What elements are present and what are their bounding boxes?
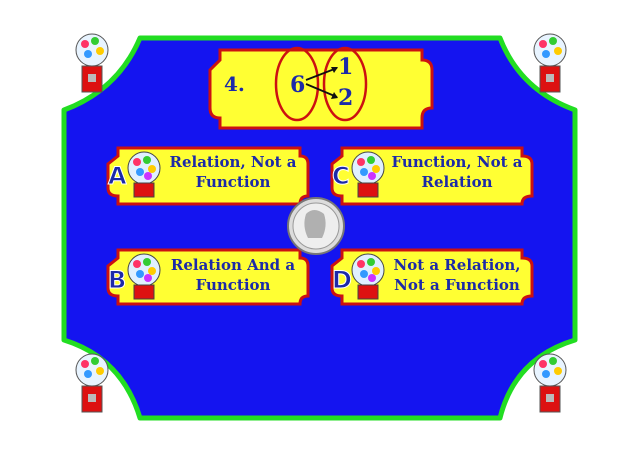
answer-text-c: Function, Not a Relation	[386, 153, 528, 191]
range-value-1: 1	[338, 54, 354, 80]
gumball-icon	[127, 151, 161, 198]
answer-text-d: Not a Relation, Not a Function	[386, 256, 528, 294]
question-panel	[208, 48, 434, 130]
answer-b-line1: Relation And a	[170, 256, 296, 274]
gumball-machine-icon	[533, 353, 567, 413]
arrow-to-2	[305, 83, 338, 98]
arrowhead-1	[331, 67, 338, 73]
answer-letter-c: C	[332, 162, 351, 191]
arrowhead-2	[331, 92, 338, 99]
answer-a-line1: Relation, Not a	[169, 153, 297, 171]
gumball-machine-icon	[75, 353, 109, 413]
gumball-icon	[351, 151, 385, 198]
gumball-machine-icon	[533, 33, 567, 93]
quarter-coin-icon[interactable]	[287, 197, 345, 255]
range-value-2: 2	[338, 85, 354, 111]
answer-d-line2: Not a Function	[394, 275, 520, 294]
range-oval	[322, 46, 368, 122]
answer-c-line1: Function, Not a	[391, 153, 523, 171]
answer-letter-b: B	[107, 266, 127, 295]
answer-d-line1: Not a Relation,	[393, 256, 521, 274]
answer-letter-a: A	[108, 162, 128, 191]
answer-c-line2: Relation	[421, 172, 493, 191]
gumball-icon	[127, 253, 161, 300]
answer-letter-d: D	[332, 266, 353, 295]
answer-b-line2: Function	[195, 275, 271, 294]
gumball-machine-icon	[75, 33, 109, 93]
domain-value: 6	[290, 72, 306, 98]
domain-oval	[274, 46, 320, 122]
answer-text-b: Relation And a Function	[162, 256, 304, 294]
answer-text-a: Relation, Not a Function	[162, 153, 304, 191]
arrow-to-1	[305, 67, 338, 81]
question-number: 4.	[224, 72, 245, 96]
gumball-icon	[351, 253, 385, 300]
answer-a-line2: Function	[195, 172, 271, 191]
